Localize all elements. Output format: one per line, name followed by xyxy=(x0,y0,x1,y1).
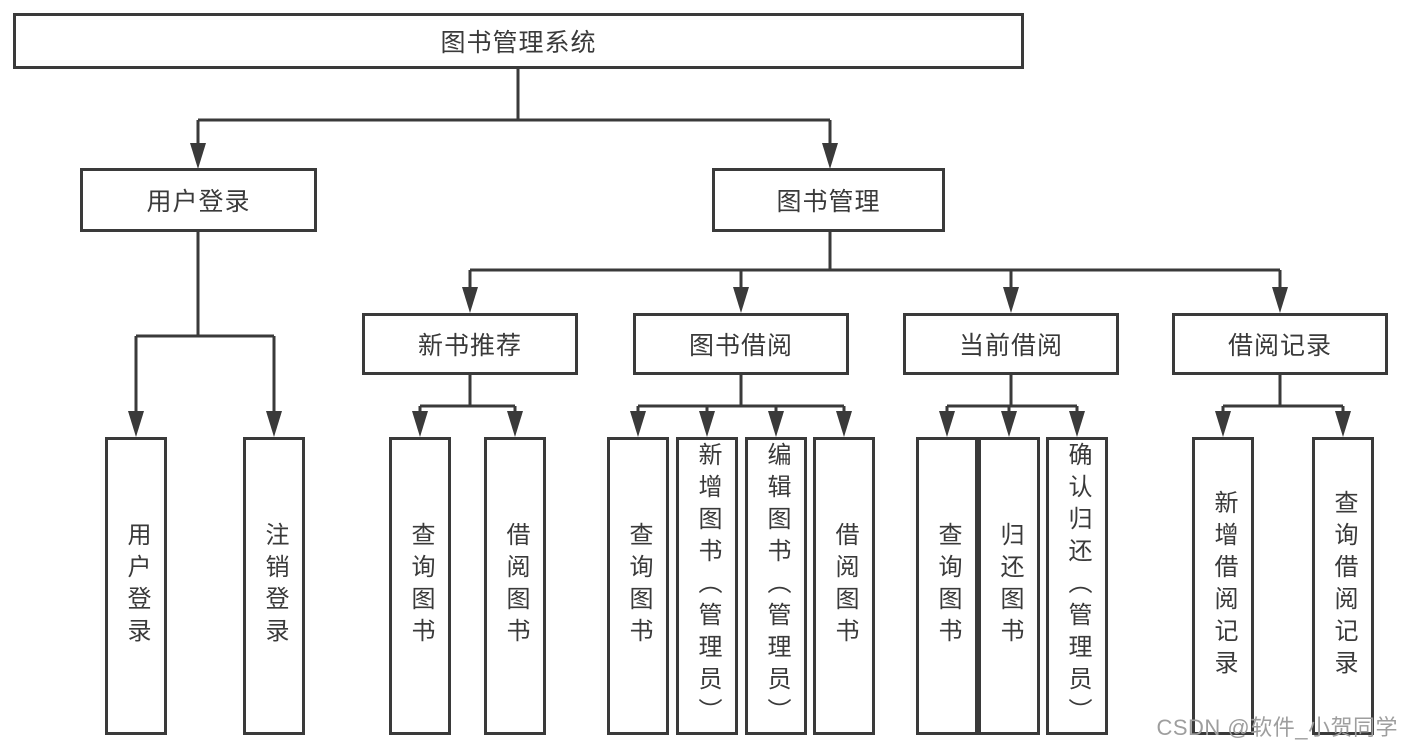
edge-current-borrow-branch xyxy=(945,375,1079,414)
leaf-borrow-add-book-admin: 新增图书（管理员） xyxy=(676,437,738,735)
leaf-current-return-book: 归还图书 xyxy=(978,437,1040,735)
leaf-current-confirm-return-admin-label: 确认归还（管理员） xyxy=(1064,442,1091,730)
node-borrow-record-label: 借阅记录 xyxy=(1227,332,1332,360)
arrowheads xyxy=(128,143,1351,437)
leaf-user-login: 用户登录 xyxy=(105,437,167,735)
leaf-current-query-book: 查询图书 xyxy=(916,437,978,735)
leaf-recommend-borrow-book-label: 借阅图书 xyxy=(502,522,529,650)
leaf-borrow-add-book-admin-label: 新增图书（管理员） xyxy=(694,442,721,730)
leaf-borrow-borrow-book: 借阅图书 xyxy=(813,437,875,735)
node-user-login: 用户登录 xyxy=(80,168,317,232)
node-borrow-record: 借阅记录 xyxy=(1172,313,1388,375)
leaf-borrow-query-book-label: 查询图书 xyxy=(625,522,652,650)
node-new-book-recommend-label: 新书推荐 xyxy=(417,332,522,360)
leaf-current-return-book-label: 归还图书 xyxy=(996,522,1023,650)
node-current-borrow-label: 当前借阅 xyxy=(958,332,1063,360)
leaf-logout-login: 注销登录 xyxy=(243,437,305,735)
node-library-management-system: 图书管理系统 xyxy=(13,13,1024,69)
leaf-borrow-edit-book-admin: 编辑图书（管理员） xyxy=(745,437,807,735)
leaf-borrow-query-book: 查询图书 xyxy=(607,437,669,735)
connector-lines xyxy=(134,69,1345,414)
node-book-management: 图书管理 xyxy=(712,168,945,232)
edge-root-stem xyxy=(196,69,832,146)
edge-user-login-branch xyxy=(134,232,276,414)
leaf-logout-login-label: 注销登录 xyxy=(261,522,288,650)
leaf-record-add-borrow-record: 新增借阅记录 xyxy=(1192,437,1254,735)
leaf-borrow-borrow-book-label: 借阅图书 xyxy=(831,522,858,650)
edge-new-book-branch xyxy=(418,375,517,414)
edge-borrow-record-branch xyxy=(1221,375,1345,414)
node-new-book-recommend: 新书推荐 xyxy=(362,313,578,375)
leaf-borrow-edit-book-admin-label: 编辑图书（管理员） xyxy=(763,442,790,730)
node-book-management-label: 图书管理 xyxy=(776,188,881,216)
leaf-user-login-label: 用户登录 xyxy=(123,522,150,650)
node-user-login-label: 用户登录 xyxy=(146,188,251,216)
leaf-recommend-query-book-label: 查询图书 xyxy=(407,522,434,650)
csdn-watermark: CSDN @软件_小贺同学 xyxy=(1156,715,1398,740)
node-book-borrow-label: 图书借阅 xyxy=(688,332,793,360)
leaf-record-add-borrow-record-label: 新增借阅记录 xyxy=(1210,490,1237,682)
leaf-current-confirm-return-admin: 确认归还（管理员） xyxy=(1046,437,1108,735)
leaf-recommend-query-book: 查询图书 xyxy=(389,437,451,735)
node-current-borrow: 当前借阅 xyxy=(903,313,1119,375)
node-library-management-system-label: 图书管理系统 xyxy=(440,29,597,57)
node-book-borrow: 图书借阅 xyxy=(633,313,849,375)
leaf-record-query-borrow-record: 查询借阅记录 xyxy=(1312,437,1374,735)
leaf-current-query-book-label: 查询图书 xyxy=(934,522,961,650)
edge-book-mgmt-branch xyxy=(468,232,1282,290)
edge-book-borrow-branch xyxy=(636,375,846,414)
leaf-recommend-borrow-book: 借阅图书 xyxy=(484,437,546,735)
leaf-record-query-borrow-record-label: 查询借阅记录 xyxy=(1330,490,1357,682)
